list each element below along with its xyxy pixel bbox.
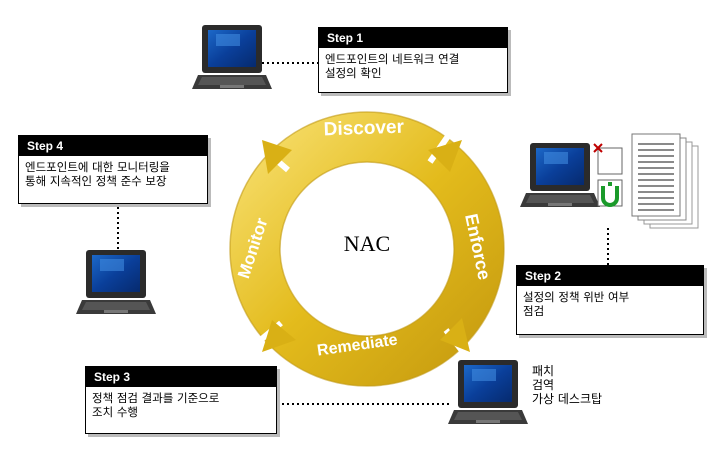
pass-check-icon [597,179,623,207]
step-4-line-1: 엔드포인트에 대한 모니터링을 [25,160,170,174]
step-2-title: Step 2 [517,266,703,286]
step-3-line-1: 정책 점검 결과를 기준으로 [92,391,220,405]
laptop-icon [520,143,600,207]
fail-check-icon [593,143,623,175]
step-1-line-2: 설정의 확인 [325,66,382,80]
center-label: NAC [343,231,391,256]
step-1-box: Step 1 엔드포인트의 네트워크 연결 설정의 확인 [318,27,508,93]
cycle-ring [229,111,505,387]
step-4-title: Step 4 [19,136,207,156]
laptop-icon [448,360,528,424]
step-4-box: Step 4 엔드포인트에 대한 모니터링을 통해 지속적인 정책 준수 보장 [18,135,208,204]
remediation-list: 패치 검역 가상 데스크탑 [532,364,602,406]
document-stack-icon [631,133,699,229]
step-2-line-1: 설정의 정책 위반 여부 [523,290,630,304]
laptop-icon [76,250,156,314]
step-2-box: Step 2 설정의 정책 위반 여부 점검 [516,265,704,335]
step-1-line-1: 엔드포인트의 네트워크 연결 [325,52,460,66]
step-4-line-2: 통해 지속적인 정책 준수 보장 [25,174,167,188]
stage-label-discover: Discover [323,117,405,141]
list-item: 패치 [532,364,555,378]
step-3-title: Step 3 [86,367,276,387]
list-item: 가상 데스크탑 [532,392,603,406]
step-3-box: Step 3 정책 점검 결과를 기준으로 조치 수행 [85,366,277,434]
laptop-icon [192,25,272,89]
connector-lines [117,62,609,405]
list-item: 검역 [532,378,555,392]
step-2-line-2: 점검 [523,304,545,318]
step-3-line-2: 조치 수행 [92,405,138,419]
step-1-title: Step 1 [319,28,507,48]
